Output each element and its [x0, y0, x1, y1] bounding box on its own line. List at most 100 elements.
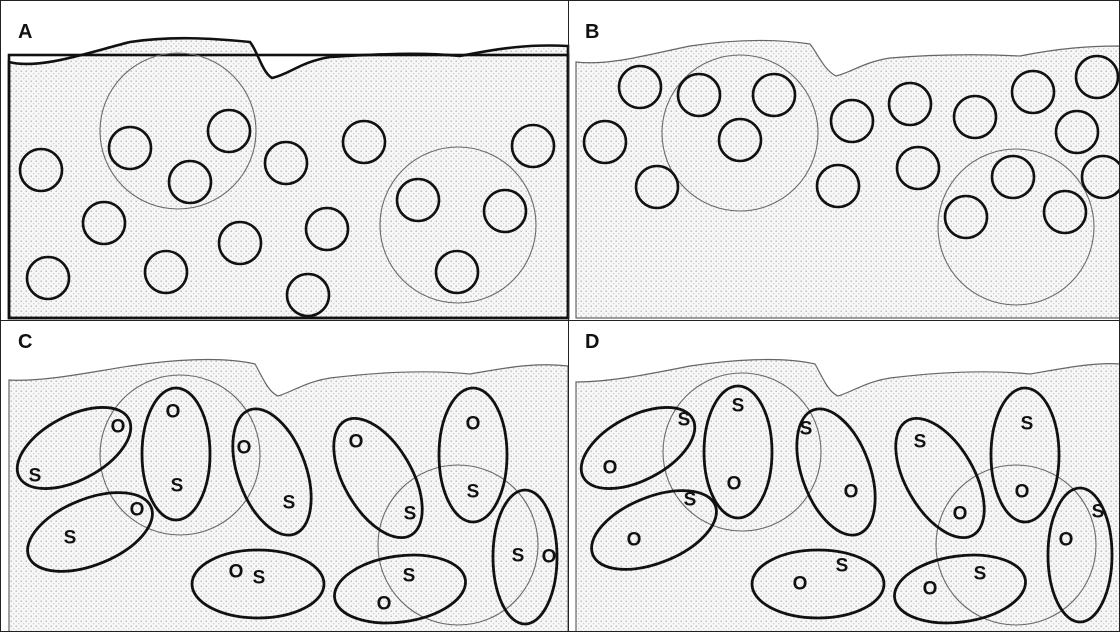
- particle-circle: [717, 117, 763, 163]
- molecule-ellipse: S O: [26, 491, 154, 573]
- ellipse-label-top: S: [836, 556, 849, 577]
- particle-circle: [81, 200, 127, 246]
- molecule-ellipse: S O: [491, 488, 559, 626]
- thin-circle: [661, 54, 819, 212]
- ellipse-outline: [1046, 486, 1114, 624]
- ellipse-label-top: S: [684, 490, 697, 511]
- particle-circle: [434, 249, 480, 295]
- ellipse-label-bottom: S: [253, 568, 266, 589]
- ellipse-label-top: S: [1021, 414, 1034, 435]
- particle-circle: [217, 220, 263, 266]
- thin-circle: [99, 374, 261, 536]
- panel-b: B: [575, 21, 1120, 319]
- molecule-ellipse: O S: [332, 416, 424, 540]
- particle-circle: [895, 145, 941, 191]
- panel-label-a: A: [18, 21, 32, 43]
- ellipse-outline: [750, 548, 886, 620]
- ellipse-outline: [231, 407, 313, 537]
- surface-d: [575, 358, 1120, 632]
- ellipse-label-bottom: O: [727, 474, 742, 495]
- surface-a: [7, 36, 570, 320]
- ellipse-label-bottom: O: [627, 530, 642, 551]
- ellipse-outline: [140, 386, 212, 522]
- ellipse-label-top: O: [229, 562, 244, 583]
- particle-circle: [1080, 154, 1120, 200]
- ellipse-label-top: O: [466, 414, 481, 435]
- particle-circle: [952, 94, 998, 140]
- ellipse-label-top: S: [512, 546, 525, 567]
- molecule-ellipse: O S: [140, 386, 212, 522]
- particle-circle: [395, 177, 441, 223]
- molecule-ellipse: S O: [795, 407, 877, 537]
- ellipse-outline: [702, 384, 774, 520]
- ellipse-label-top: S: [403, 566, 416, 587]
- molecule-ellipse: S O: [989, 386, 1061, 524]
- ellipse-label-bottom: S: [1092, 502, 1105, 523]
- particle-circle: [25, 255, 71, 301]
- ellipse-label-top: O: [166, 402, 181, 423]
- surface-b: [575, 39, 1120, 319]
- molecule-ellipse: O S: [1046, 486, 1114, 624]
- molecule-ellipse: O S: [437, 386, 509, 524]
- surface-c: [8, 358, 569, 632]
- molecule-ellipse: S O: [333, 553, 467, 625]
- particle-circle: [143, 249, 189, 295]
- ellipse-label-top: O: [349, 432, 364, 453]
- molecule-ellipse: S O: [579, 406, 697, 490]
- particle-circle: [206, 108, 252, 154]
- ellipse-label-top: S: [732, 396, 745, 417]
- particle-circle: [990, 154, 1036, 200]
- particle-circle: [167, 159, 213, 205]
- ellipse-label-bottom: S: [283, 493, 296, 514]
- molecule-ellipse: S O: [894, 416, 986, 540]
- molecule-ellipse: S O: [893, 553, 1027, 625]
- molecule-ellipse: S O: [702, 384, 774, 520]
- thin-circle: [377, 464, 539, 626]
- ellipse-label-top: O: [1059, 530, 1074, 551]
- particle-circle: [751, 72, 797, 118]
- ellipse-label-bottom: S: [404, 504, 417, 525]
- ellipse-label-bottom: O: [377, 594, 392, 615]
- ellipse-label-bottom: S: [29, 466, 42, 487]
- thin-circle: [379, 146, 537, 304]
- ellipse-outline: [491, 488, 559, 626]
- ellipse-outline: [437, 386, 509, 524]
- particle-circle: [887, 81, 933, 127]
- ellipse-outline: [26, 491, 154, 573]
- ellipse-label-bottom: O: [542, 547, 557, 568]
- molecule-ellipse: O S: [15, 406, 133, 490]
- panel-d: D S O S O S O S O S O S: [575, 331, 1120, 632]
- ellipse-outline: [332, 416, 424, 540]
- thin-circle: [662, 372, 822, 532]
- ellipse-label-top: S: [974, 564, 987, 585]
- ellipse-outline: [893, 553, 1027, 625]
- ellipse-outline: [579, 406, 697, 490]
- panel-label-d: D: [585, 331, 599, 353]
- thin-circle: [935, 464, 1097, 626]
- particle-circle: [18, 147, 64, 193]
- panel-label-b: B: [585, 21, 599, 43]
- molecule-ellipse: S O: [590, 489, 718, 571]
- molecule-ellipse: S O: [750, 548, 886, 620]
- particle-circle: [263, 140, 309, 186]
- particle-circle: [617, 64, 663, 110]
- particle-circle: [582, 119, 628, 165]
- ellipse-label-bottom: O: [793, 574, 808, 595]
- panel-a: A: [7, 21, 570, 320]
- ellipse-outline: [15, 406, 133, 490]
- thin-circle: [99, 52, 257, 210]
- particle-circle: [634, 164, 680, 210]
- ellipse-label-top: S: [64, 528, 77, 549]
- ellipse-label-bottom: O: [953, 504, 968, 525]
- particle-circle: [829, 98, 875, 144]
- ellipse-outline: [989, 386, 1061, 524]
- ellipse-label-top: S: [914, 432, 927, 453]
- particle-circle: [107, 125, 153, 171]
- particle-circle: [482, 188, 528, 234]
- particle-circle: [943, 194, 989, 240]
- molecule-ellipse: O S: [231, 407, 313, 537]
- ellipse-label-bottom: O: [844, 482, 859, 503]
- ellipse-label-bottom: O: [923, 579, 938, 600]
- ellipse-outline: [894, 416, 986, 540]
